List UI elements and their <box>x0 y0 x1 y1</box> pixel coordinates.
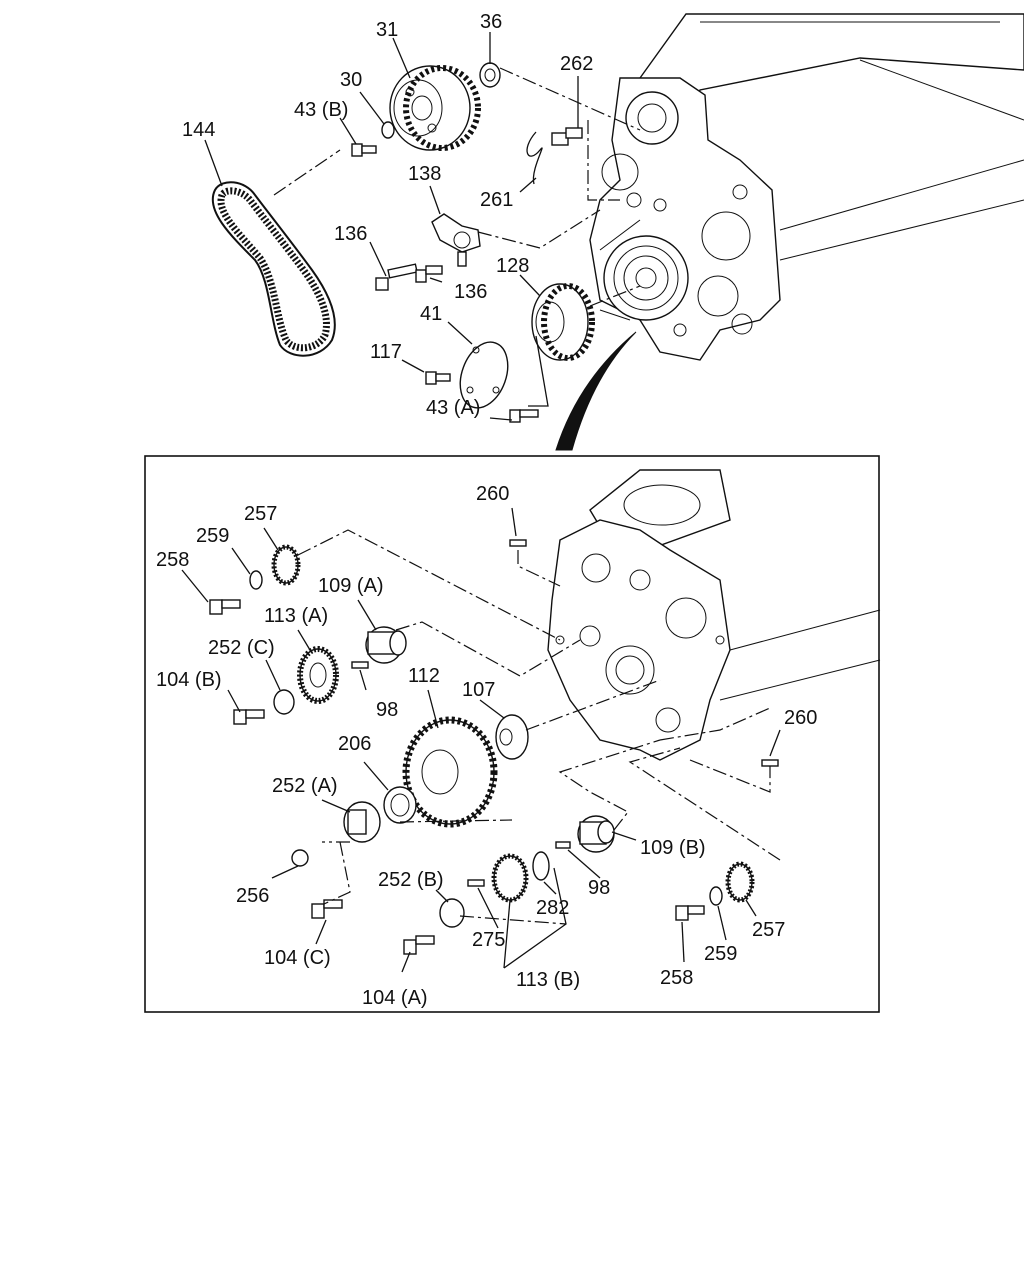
label-259-left: 259 <box>196 525 229 547</box>
label-136-right: 136 <box>454 281 487 303</box>
label-136-left: 136 <box>334 223 367 245</box>
pin-275 <box>467 879 485 887</box>
label-258-right: 258 <box>660 967 693 989</box>
label-128: 128 <box>496 255 529 277</box>
label-260-top: 260 <box>476 483 509 505</box>
lower-callout-labels: 260 257 259 258 109 (A) 113 (A) 252 (C) … <box>156 483 817 1009</box>
label-31: 31 <box>376 19 398 41</box>
washer-259-left <box>249 570 263 590</box>
label-109a: 109 (A) <box>318 575 384 597</box>
plate-252b <box>439 898 465 928</box>
upper-callout-labels: 31 36 30 43 (B) 144 262 261 138 136 136 … <box>182 11 593 419</box>
pin-98-upper <box>351 661 369 669</box>
dowel-pin-260-right <box>761 759 779 767</box>
label-43b: 43 (B) <box>294 99 348 121</box>
label-261: 261 <box>480 189 513 211</box>
plate-252c <box>273 689 295 715</box>
crank-pulley-128 <box>531 283 595 361</box>
detail-pointer-arrow <box>555 331 637 451</box>
plate-41 <box>459 341 509 409</box>
washer-259-right <box>709 886 723 906</box>
upper-leader-lines <box>204 32 641 421</box>
bolt-136-long <box>375 263 418 291</box>
label-104a: 104 (A) <box>362 987 428 1009</box>
stud-262 <box>551 127 583 146</box>
bolt-136-short <box>415 265 443 283</box>
label-98-upper: 98 <box>376 699 398 721</box>
bushing-206 <box>383 786 417 824</box>
label-206: 206 <box>338 733 371 755</box>
label-282: 282 <box>536 897 569 919</box>
label-257-right: 257 <box>752 919 785 941</box>
snap-ring-282 <box>532 851 550 881</box>
dowel-pin-260-top <box>509 539 527 547</box>
gear-112 <box>402 716 498 828</box>
label-117: 117 <box>370 341 402 363</box>
bolt-43a <box>509 409 539 423</box>
label-107: 107 <box>462 679 495 701</box>
label-104c: 104 (C) <box>264 947 331 969</box>
label-258-left: 258 <box>156 549 189 571</box>
gear-257-left <box>271 544 301 586</box>
lower-engine-block <box>547 469 881 761</box>
label-252b: 252 (B) <box>378 869 444 891</box>
idler-shaft-109b <box>577 815 615 853</box>
plug-256 <box>291 849 309 867</box>
label-256: 256 <box>236 885 269 907</box>
label-109b: 109 (B) <box>640 837 706 859</box>
bolt-117 <box>425 371 451 385</box>
camshaft-gear <box>389 65 481 151</box>
label-252c: 252 (C) <box>208 637 275 659</box>
bolt-258-right <box>675 905 705 921</box>
label-112: 112 <box>408 665 440 687</box>
spring-261 <box>526 131 543 185</box>
label-113b: 113 (B) <box>516 969 580 991</box>
plate-252a <box>343 801 381 843</box>
label-43a: 43 (A) <box>426 397 480 419</box>
gear-113b <box>491 853 529 903</box>
bolt-104a <box>403 935 435 955</box>
label-259-right: 259 <box>704 943 737 965</box>
upper-engine-block <box>589 13 1024 361</box>
gear-257-right <box>725 861 755 903</box>
label-144: 144 <box>182 119 215 141</box>
shaft-107 <box>495 714 529 760</box>
label-262: 262 <box>560 53 593 75</box>
label-257-left: 257 <box>244 503 277 525</box>
label-98-lower: 98 <box>588 877 610 899</box>
tensioner-138 <box>431 213 481 267</box>
gear-113a <box>297 646 339 704</box>
label-252a: 252 (A) <box>272 775 338 797</box>
oil-seal-36 <box>479 62 501 88</box>
idler-shaft-109a <box>365 626 407 664</box>
label-138: 138 <box>408 163 441 185</box>
label-30: 30 <box>340 69 362 91</box>
bolt-43b <box>351 143 377 157</box>
bolt-258-left <box>209 599 241 615</box>
label-113a: 113 (A) <box>264 605 328 627</box>
label-260-right: 260 <box>784 707 817 729</box>
detail-frame <box>144 455 880 1013</box>
label-41: 41 <box>420 303 442 325</box>
label-275: 275 <box>472 929 505 951</box>
bolt-104b <box>233 709 265 725</box>
pin-98-lower <box>555 841 571 849</box>
washer-30 <box>381 121 395 139</box>
timing-belt <box>211 181 336 357</box>
lower-leader-lines <box>181 507 781 973</box>
label-36: 36 <box>480 11 502 33</box>
label-104b: 104 (B) <box>156 669 222 691</box>
